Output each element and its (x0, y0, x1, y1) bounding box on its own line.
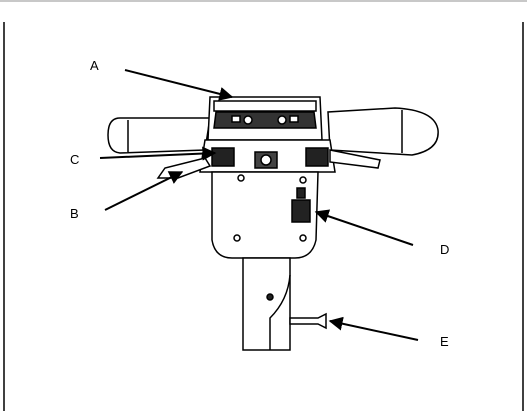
arrow-c (99, 146, 217, 161)
console-panel (207, 96, 323, 141)
console-button-left (243, 115, 253, 125)
connector-e (289, 312, 327, 330)
callout-e: E (440, 334, 449, 349)
switch-d (291, 199, 311, 223)
arrow-d (314, 209, 414, 246)
callout-b: B (70, 206, 79, 221)
arrow-e (328, 316, 419, 341)
arrow-b (104, 171, 184, 211)
control-box (211, 171, 319, 259)
console-button-right (277, 115, 287, 125)
callout-labels: A B C D E (70, 58, 449, 349)
callout-c: C (70, 152, 79, 167)
callout-arrows (99, 69, 419, 341)
tiller-tube (242, 257, 327, 351)
handlebar (107, 107, 439, 156)
arrow-a (124, 69, 234, 101)
callout-a: A (90, 58, 99, 73)
throttle-area (156, 139, 381, 179)
callout-d: D (440, 242, 449, 257)
